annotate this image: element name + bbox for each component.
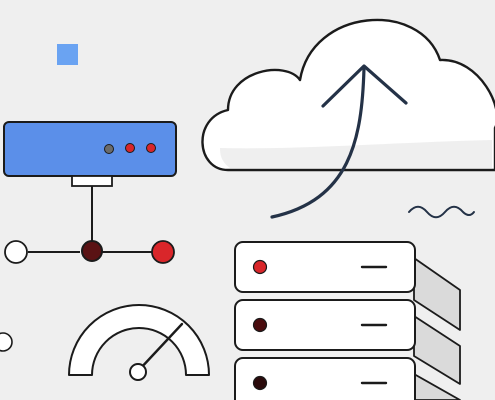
server-unit [234, 299, 416, 351]
upload-arrow-head [321, 64, 408, 108]
router-stand [71, 175, 113, 187]
server-status-led [252, 317, 268, 333]
server-unit-face [234, 241, 416, 293]
cloud-shape [201, 18, 495, 172]
blue-square-icon [57, 44, 78, 65]
router-led-gray [104, 144, 114, 154]
server-rack-icon [234, 241, 461, 400]
endpoint-node-red [151, 240, 175, 264]
server-status-led [252, 259, 268, 275]
server-status-led [252, 375, 268, 391]
endpoint-node-white [4, 240, 28, 264]
server-unit [234, 241, 416, 293]
cloud-shading [220, 140, 492, 168]
cloud-upload-icon [201, 18, 495, 219]
gauge-icon [68, 304, 210, 381]
router-led-red [125, 143, 135, 153]
small-node-circle [0, 332, 13, 352]
network-node-icon [4, 186, 175, 264]
hub-node [81, 240, 103, 262]
gauge-arc [68, 304, 210, 376]
gauge-needle [137, 322, 184, 372]
server-unit-face [234, 299, 416, 351]
upload-arrow-shaft [270, 66, 366, 219]
gauge-needle-pivot [129, 363, 147, 381]
router-led-red [146, 143, 156, 153]
server-unit-face [234, 357, 416, 400]
network-router-icon [3, 121, 177, 187]
server-unit [234, 357, 416, 400]
wave-line [408, 205, 475, 219]
